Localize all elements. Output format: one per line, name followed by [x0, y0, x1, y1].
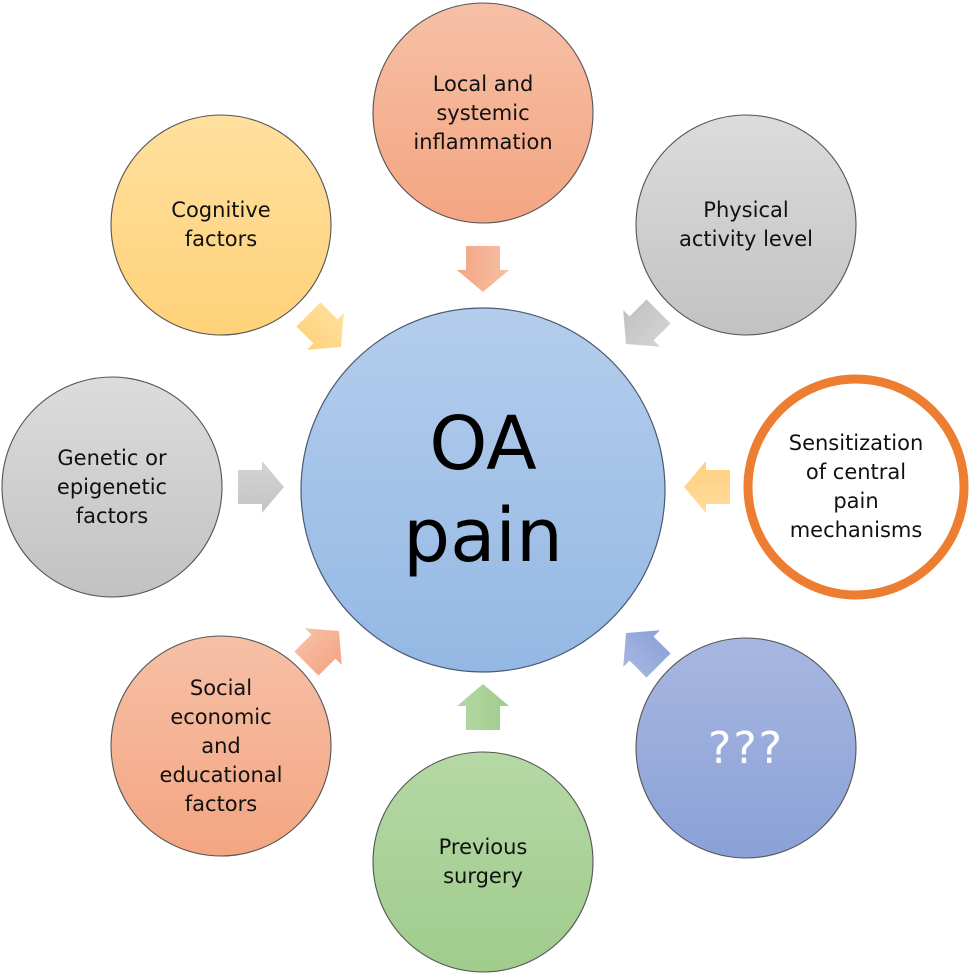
factor-node-unknown: [635, 637, 857, 859]
arrow-cognitive: [296, 302, 344, 350]
factor-node-inflammation: [372, 2, 594, 224]
arrow-socioeconomic: [294, 628, 342, 676]
center-node-oa-pain: [300, 307, 666, 673]
arrow-previous-surgery: [457, 684, 509, 730]
arrow-icon: [623, 630, 671, 678]
arrow-physical-activity: [623, 299, 671, 347]
arrow-inflammation: [457, 246, 509, 292]
arrow-icon: [457, 684, 509, 730]
arrow-icon: [296, 302, 344, 350]
factor-node-physical-activity: [635, 114, 857, 336]
factor-node-socioeconomic: [110, 635, 332, 857]
factor-node-genetic: [1, 376, 223, 598]
factor-node-central-sensitization: [743, 374, 969, 600]
factor-node-previous-surgery: [372, 751, 594, 973]
arrow-icon: [623, 299, 671, 347]
arrow-icon: [294, 628, 342, 676]
arrow-icon: [238, 461, 284, 513]
arrow-unknown: [623, 630, 671, 678]
arrow-genetic: [238, 461, 284, 513]
arrow-central-sensitization: [684, 461, 730, 513]
factor-node-cognitive: [110, 114, 332, 336]
arrow-icon: [457, 246, 509, 292]
arrows-layer: [238, 246, 730, 730]
arrow-icon: [684, 461, 730, 513]
